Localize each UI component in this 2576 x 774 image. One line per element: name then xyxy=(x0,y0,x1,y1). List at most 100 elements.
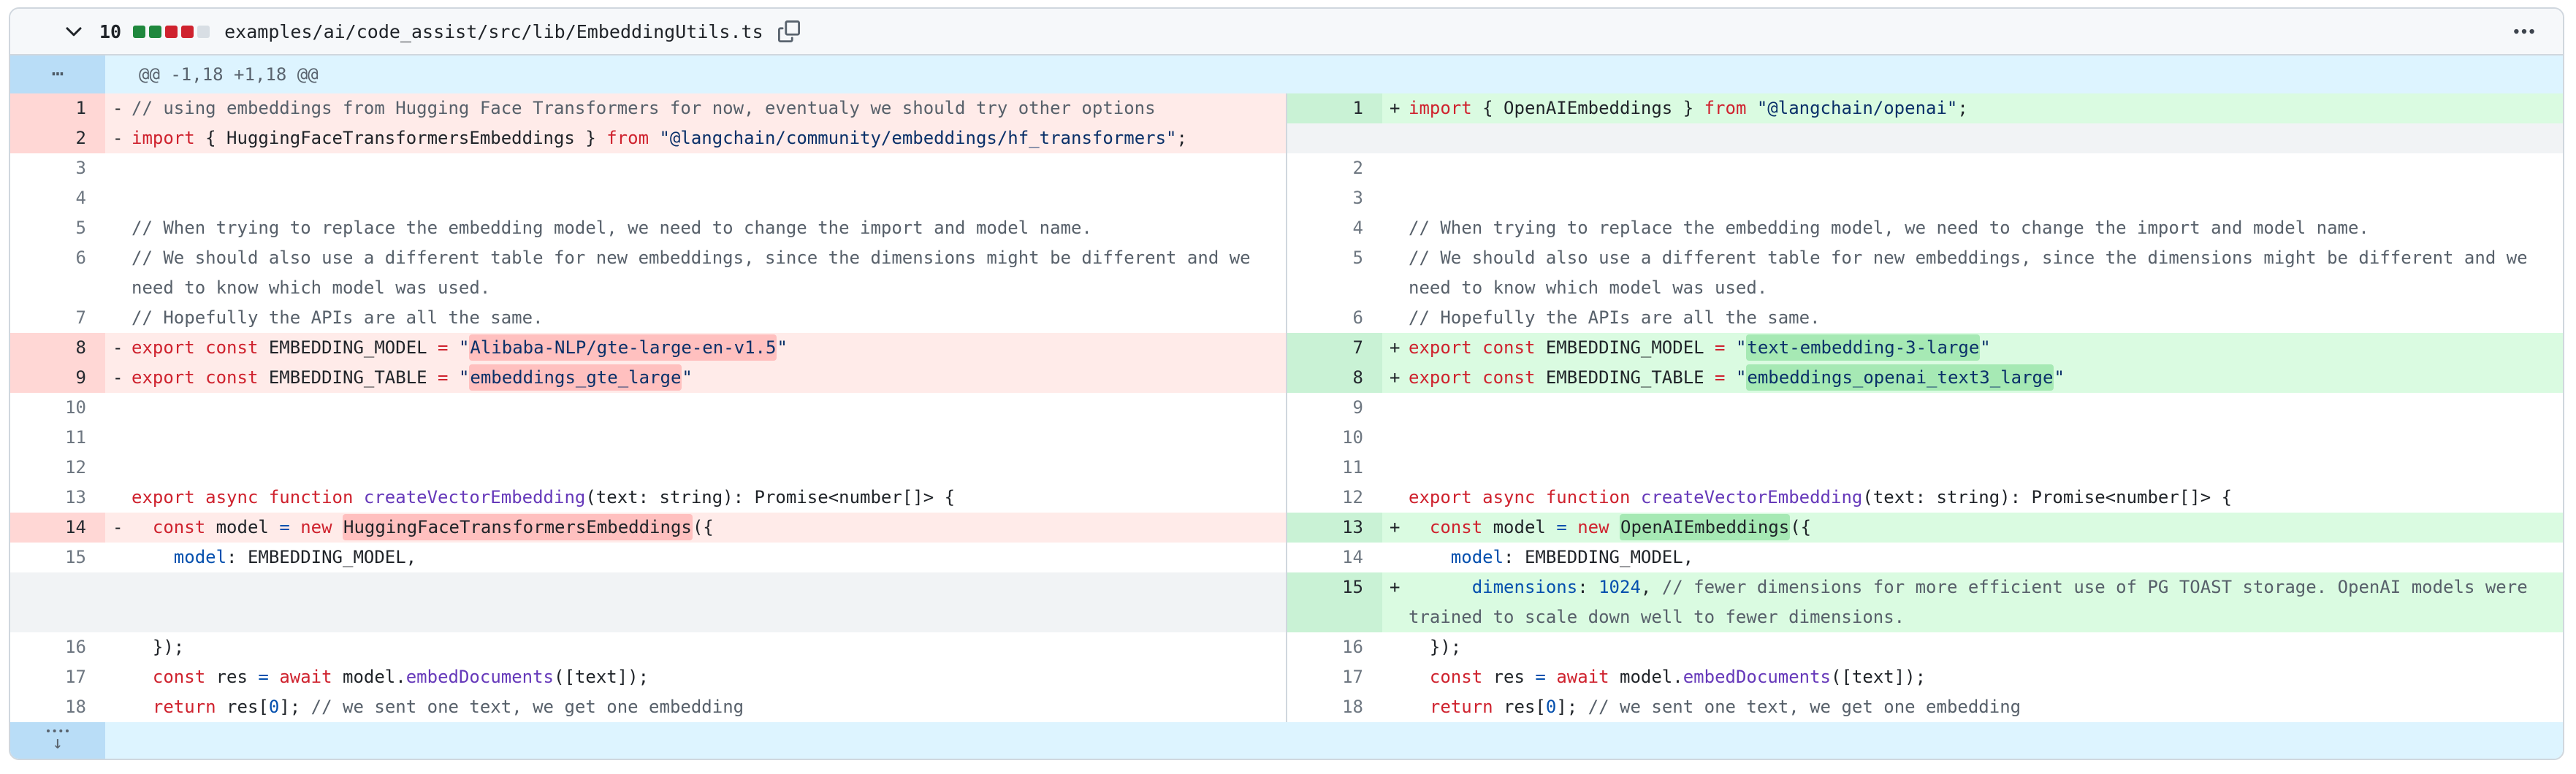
diffstat xyxy=(133,26,210,38)
code-token: ([text]); xyxy=(554,667,649,687)
line-number[interactable]: 4 xyxy=(10,183,105,213)
code-token: = xyxy=(258,667,268,687)
code-token: EMBEDDING_MODEL xyxy=(1535,337,1715,358)
line-number[interactable]: 6 xyxy=(1287,303,1382,333)
diff-row: 5// When trying to replace the embedding… xyxy=(10,213,2563,243)
diff-row: 32 xyxy=(10,153,2563,183)
diff-side-left: 12 xyxy=(10,453,1286,483)
code-token: await xyxy=(279,667,332,687)
file-options-button[interactable] xyxy=(2512,19,2537,44)
hunk-row: ⋯@@ -1,18 +1,18 @@ xyxy=(10,55,2563,93)
line-number[interactable]: 7 xyxy=(10,303,105,333)
line-number[interactable]: 4 xyxy=(1287,213,1382,243)
line-number[interactable]: 18 xyxy=(1287,692,1382,722)
code-token: new xyxy=(300,517,332,537)
line-number[interactable]: 3 xyxy=(10,153,105,183)
diff-side-right: 18 return res[0]; // we sent one text, w… xyxy=(1286,692,2563,722)
line-number[interactable]: 1 xyxy=(10,93,105,123)
diff-side-right: 5// We should also use a different table… xyxy=(1286,243,2563,303)
code-token xyxy=(195,487,205,507)
diff-side-right: 10 xyxy=(1286,423,2563,453)
expand-hunk-button[interactable]: ⋯ xyxy=(10,55,105,93)
code-cell: // Hopefully the APIs are all the same. xyxy=(105,303,1286,333)
code-token: export xyxy=(132,367,195,388)
code-token: from xyxy=(1704,98,1747,118)
arrow-down-icon: ↓ xyxy=(53,734,63,751)
code-token: export xyxy=(132,487,195,507)
diff-side-right: 15+ dimensions: 1024, // fewer dimension… xyxy=(1286,572,2563,632)
line-number[interactable]: 9 xyxy=(10,363,105,393)
diffstat-square xyxy=(149,26,161,38)
diff-side-left: 14- const model = new HuggingFaceTransfo… xyxy=(10,513,1286,543)
line-number[interactable]: 15 xyxy=(10,543,105,572)
line-number[interactable]: 14 xyxy=(10,513,105,543)
diff-side-left: 11 xyxy=(10,423,1286,453)
line-number[interactable]: 16 xyxy=(1287,632,1382,662)
code-token: " xyxy=(2054,367,2064,388)
line-number[interactable]: 3 xyxy=(1287,183,1382,213)
line-number[interactable]: 14 xyxy=(1287,543,1382,572)
code-line: const model = new OpenAIEmbeddings({ xyxy=(1409,513,2563,543)
copy-path-button[interactable] xyxy=(778,20,800,42)
code-token xyxy=(1472,487,1482,507)
line-number[interactable]: 10 xyxy=(10,393,105,423)
code-cell: + const model = new OpenAIEmbeddings({ xyxy=(1382,513,2563,543)
code-token: "@langchain/community/embeddings/hf_tran… xyxy=(659,128,1176,148)
line-number[interactable]: 18 xyxy=(10,692,105,722)
line-number[interactable]: 15 xyxy=(1287,572,1382,632)
code-token: export xyxy=(1409,367,1472,388)
diffstat-square xyxy=(165,26,178,38)
line-number[interactable]: 17 xyxy=(1287,662,1382,692)
expand-bar: ↓ xyxy=(10,722,2563,759)
diff-sign: - xyxy=(105,513,132,543)
diff-side-right: 14 model: EMBEDDING_MODEL, xyxy=(1286,543,2563,572)
code-token: export xyxy=(1409,337,1472,358)
line-number[interactable]: 6 xyxy=(10,243,105,303)
line-number[interactable]: 12 xyxy=(10,453,105,483)
code-token: ({ xyxy=(693,517,714,537)
line-number[interactable]: 10 xyxy=(1287,423,1382,453)
line-number[interactable]: 5 xyxy=(10,213,105,243)
diffstat-square xyxy=(181,26,194,38)
code-line: // Hopefully the APIs are all the same. xyxy=(1409,303,2563,333)
code-token: " xyxy=(459,337,469,358)
expand-down-button[interactable]: ↓ xyxy=(10,722,105,759)
code-line: return res[0]; // we sent one text, we g… xyxy=(1409,692,2563,722)
code-token: dimensions xyxy=(1472,577,1578,597)
line-number[interactable]: 8 xyxy=(10,333,105,363)
line-number[interactable]: 16 xyxy=(10,632,105,662)
line-number xyxy=(10,572,105,632)
code-token: = xyxy=(1556,517,1566,537)
line-number[interactable]: 11 xyxy=(1287,453,1382,483)
line-number[interactable]: 2 xyxy=(1287,153,1382,183)
diff-row: 1-// using embeddings from Hugging Face … xyxy=(10,93,2563,123)
diff-side-right: 12export async function createVectorEmbe… xyxy=(1286,483,2563,513)
code-cell: +export const EMBEDDING_MODEL = "text-em… xyxy=(1382,333,2563,363)
code-token: "@langchain/openai" xyxy=(1757,98,1958,118)
diff-row: 6// We should also use a different table… xyxy=(10,243,2563,303)
line-number[interactable]: 9 xyxy=(1287,393,1382,423)
line-number[interactable]: 5 xyxy=(1287,243,1382,303)
code-token: import xyxy=(1409,98,1472,118)
line-number[interactable]: 1 xyxy=(1287,93,1382,123)
collapse-file-button[interactable] xyxy=(61,19,86,44)
line-number[interactable]: 17 xyxy=(10,662,105,692)
line-number[interactable]: 8 xyxy=(1287,363,1382,393)
code-cell: // When trying to replace the embedding … xyxy=(105,213,1286,243)
diff-sign: + xyxy=(1382,513,1409,543)
code-token: embedDocuments xyxy=(406,667,554,687)
line-number[interactable]: 7 xyxy=(1287,333,1382,363)
line-number[interactable]: 13 xyxy=(1287,513,1382,543)
line-number[interactable]: 13 xyxy=(10,483,105,513)
line-number[interactable]: 11 xyxy=(10,423,105,453)
line-number[interactable]: 2 xyxy=(10,123,105,153)
diff-sign: - xyxy=(105,123,132,153)
code-token: = xyxy=(438,337,448,358)
diff-sign: - xyxy=(105,363,132,393)
code-line: return res[0]; // we sent one text, we g… xyxy=(132,692,1286,722)
line-number[interactable]: 12 xyxy=(1287,483,1382,513)
code-token: export xyxy=(1409,487,1472,507)
code-token xyxy=(1409,577,1472,597)
code-cell: -import { HuggingFaceTransformersEmbeddi… xyxy=(105,123,1286,153)
code-token xyxy=(1546,667,1556,687)
